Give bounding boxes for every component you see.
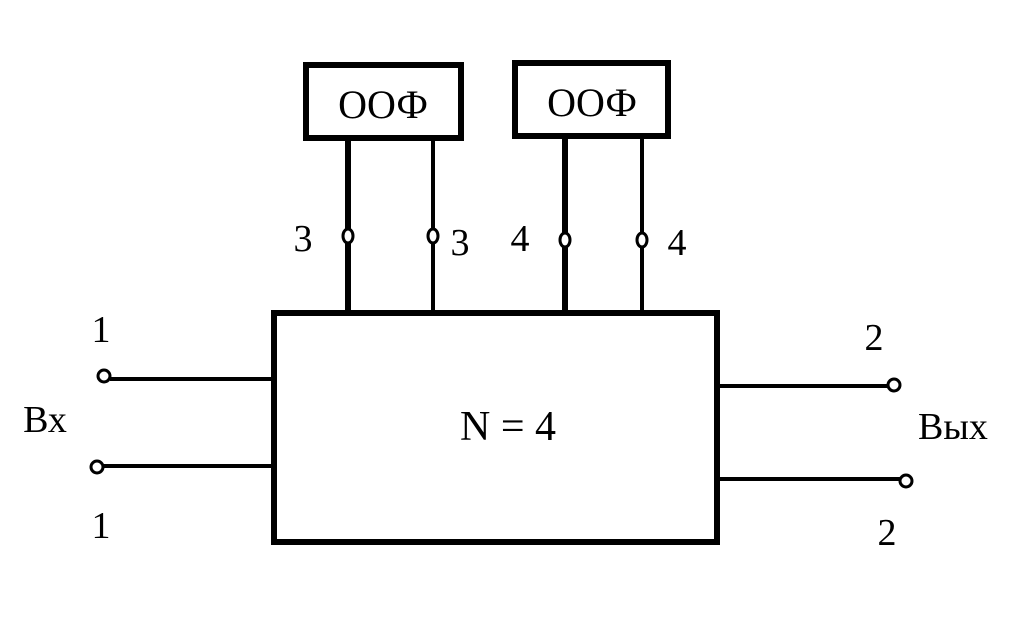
filter-label-right: ООФ — [547, 80, 637, 125]
output-terminal-bottom — [898, 473, 914, 489]
input-terminal-top — [96, 368, 112, 384]
port-label-4-left: 4 — [511, 218, 530, 260]
main-block — [271, 310, 720, 545]
output-port-label-top: 2 — [865, 317, 884, 359]
input-port-label-top: 1 — [92, 309, 111, 351]
filter-box-right — [512, 60, 671, 139]
filter-box-left — [303, 62, 464, 141]
input-terminal-bottom — [89, 459, 105, 475]
input-label: Вх — [23, 399, 67, 441]
output-port-label-bottom: 2 — [878, 512, 897, 554]
main-block-label: N = 4 — [460, 404, 556, 450]
terminal-4-left — [558, 231, 572, 249]
input-port-label-bottom: 1 — [92, 505, 111, 547]
port-label-3-left: 3 — [294, 218, 313, 260]
filter-label-left: ООФ — [338, 82, 428, 127]
port-label-3-right: 3 — [451, 222, 470, 264]
terminal-3-left — [341, 227, 355, 245]
terminal-3-right — [426, 227, 440, 245]
output-terminal-top — [886, 377, 902, 393]
output-label: Вых — [918, 406, 988, 448]
port-label-4-right: 4 — [668, 222, 687, 264]
terminal-4-right — [635, 231, 649, 249]
